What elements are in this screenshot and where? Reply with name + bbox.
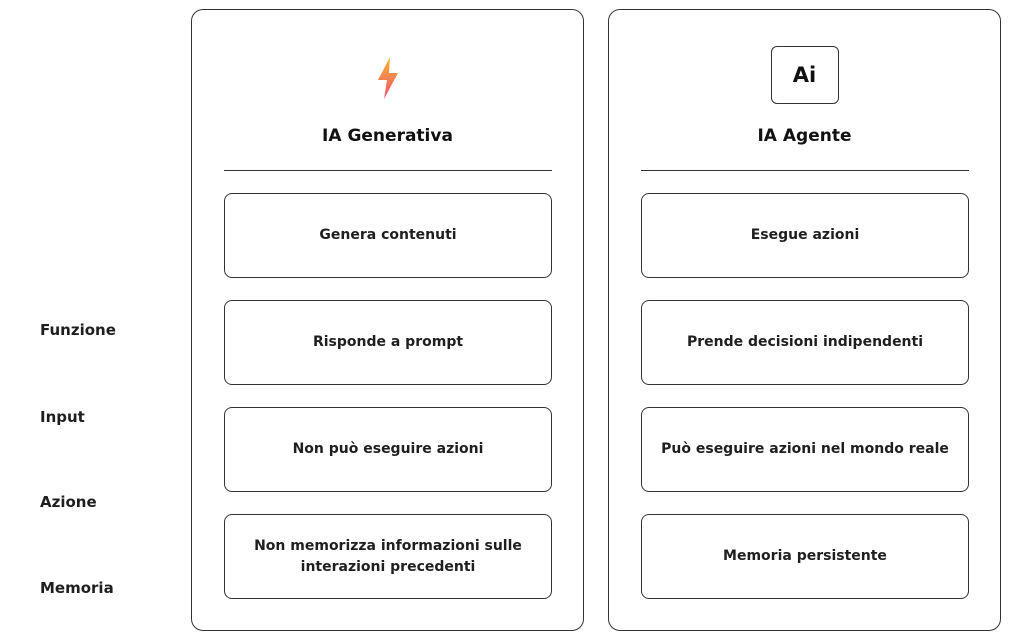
divider — [641, 170, 969, 171]
row-label-azione: Azione — [40, 493, 97, 511]
lightning-bolt-icon — [377, 57, 398, 99]
cell-funzione: Esegue azioni — [641, 193, 969, 278]
cell-funzione: Genera contenuti — [224, 193, 552, 278]
ai-badge-icon: Ai — [770, 46, 839, 104]
row-label-input: Input — [40, 408, 85, 426]
generative-ai-panel: IA Generativa Genera contenuti Risponde … — [191, 9, 584, 631]
cell-memoria: Non memorizza informazioni sulle interaz… — [224, 514, 552, 599]
cell-input: Risponde a prompt — [224, 300, 552, 385]
panel-title: IA Agente — [757, 126, 852, 146]
cell-input: Prende decisioni indipendenti — [641, 300, 969, 385]
divider — [224, 170, 552, 171]
agent-ai-panel: Ai IA Agente Esegue azioni Prende decisi… — [608, 9, 1001, 631]
cell-azione: Può eseguire azioni nel mondo reale — [641, 407, 969, 492]
cell-memoria: Memoria persistente — [641, 514, 969, 599]
row-label-funzione: Funzione — [40, 321, 116, 339]
cell-azione: Non può eseguire azioni — [224, 407, 552, 492]
row-label-memoria: Memoria — [40, 579, 114, 597]
panel-title: IA Generativa — [322, 126, 453, 146]
